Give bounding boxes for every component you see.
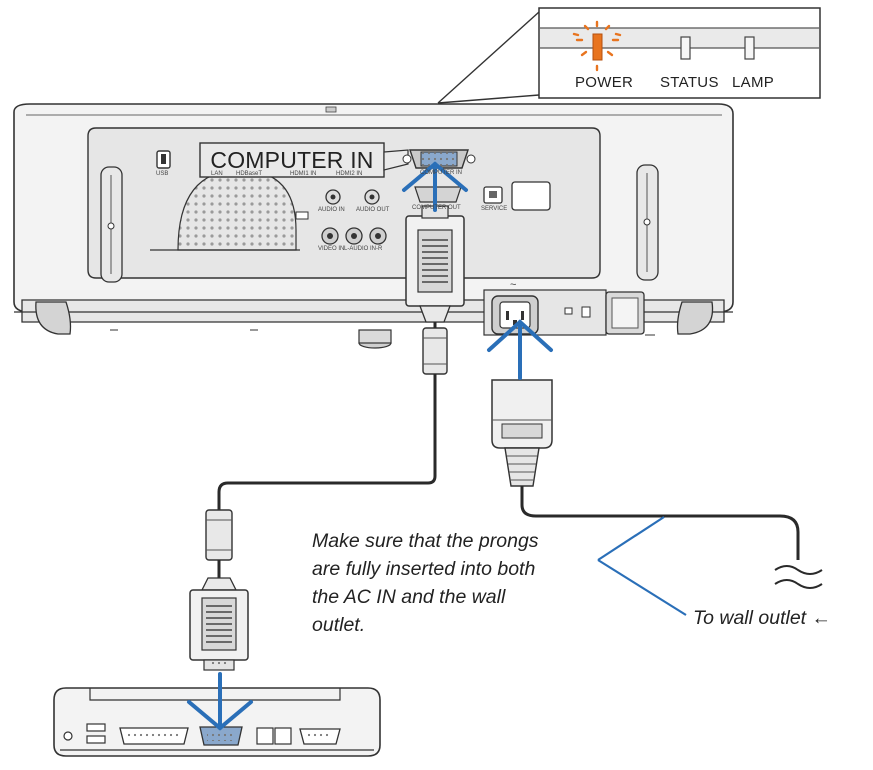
note-line-4: outlet. — [312, 614, 366, 636]
service-port-label: SERVICE — [481, 206, 508, 212]
usb-port-label: USB — [156, 171, 169, 177]
ac-in-label: ~ — [510, 279, 517, 291]
left-grip — [100, 166, 123, 283]
hdmi1-port-label: HDMI1 IN — [290, 171, 317, 177]
right-grip — [636, 164, 659, 281]
note-line-2: are fully inserted into both — [312, 558, 536, 580]
rca-jacks — [321, 227, 387, 245]
lamp-label: LAMP — [732, 74, 775, 91]
status-indicator — [680, 36, 691, 60]
computer-in-callout-box — [199, 142, 385, 178]
status-label: STATUS — [660, 74, 719, 91]
hdmi2-port-label: HDMI2 IN — [336, 171, 363, 177]
indicator-callout — [437, 7, 821, 104]
hdbaset-port-label: HDBaseT — [236, 171, 263, 177]
lamp-indicator — [744, 36, 755, 60]
audio-out-label: AUDIO OUT — [356, 207, 390, 213]
power-label: POWER — [575, 74, 634, 91]
power-cord — [491, 379, 823, 589]
ac-in-socket — [483, 289, 645, 336]
lan-port-label: LAN — [211, 171, 223, 177]
audio-in-label: AUDIO IN — [318, 207, 345, 213]
power-indicator — [572, 20, 622, 72]
wall-outlet-label: To wall outlet ← — [693, 607, 832, 629]
prong-note: Make sure that the prongs are fully inse… — [312, 527, 612, 639]
computer-out-port-label: COMPUTER OUT — [412, 205, 461, 211]
audio-lr-label: L-AUDIO IN-R — [344, 246, 383, 252]
computer-in-port — [402, 149, 476, 169]
insertion-arrows — [187, 161, 553, 731]
computer-out-port — [414, 186, 462, 203]
audio-in-jack — [325, 189, 341, 205]
video-in-label: VIDEO IN — [318, 246, 345, 252]
note-line-3: the AC IN and the wall — [312, 586, 506, 608]
note-pointers — [597, 516, 687, 616]
projector — [13, 103, 734, 349]
note-line-1: Make sure that the prongs — [312, 530, 539, 552]
computer-in-port-label: COMPUTER IN — [420, 170, 462, 176]
audio-out-jack — [364, 189, 380, 205]
computer-in-callout: COMPUTER IN — [210, 147, 374, 173]
laptop — [53, 687, 381, 757]
